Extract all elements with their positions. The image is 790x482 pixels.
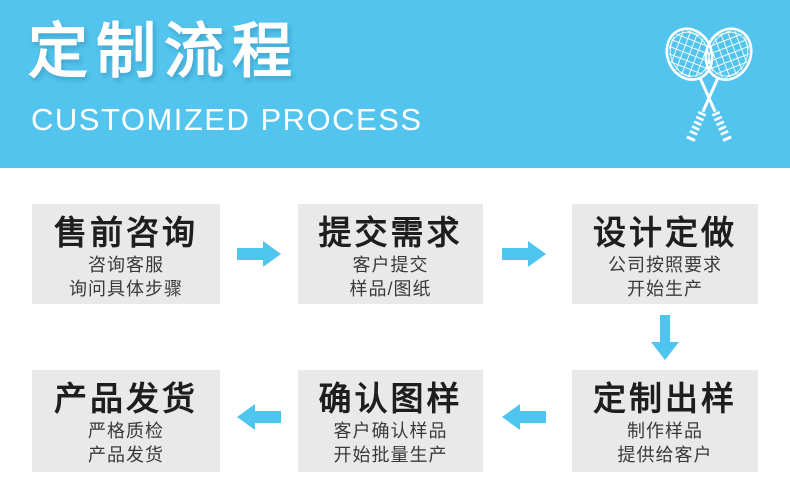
- badminton-rackets-icon: [652, 10, 766, 158]
- arrow-down-icon: [651, 315, 679, 360]
- arrow-left-icon: [502, 404, 546, 430]
- step-desc-line: 开始批量生产: [333, 445, 448, 465]
- step-desc-line: 询问具体步骤: [69, 279, 183, 299]
- step-title: 确认图样: [318, 380, 463, 417]
- step-title: 产品发货: [54, 380, 198, 417]
- arrow-right-icon: [502, 241, 546, 267]
- step-desc-line: 客户提交: [352, 255, 429, 275]
- step-box-design-customize: 设计定做 公司按照要求 开始生产: [572, 204, 758, 304]
- page-title: 定制流程: [28, 18, 300, 85]
- arrow-right-icon: [237, 241, 281, 267]
- arrow-left-icon: [237, 404, 281, 430]
- step-desc-line: 制作样品: [627, 421, 703, 441]
- page-subtitle: CUSTOMIZED PROCESS: [31, 102, 423, 137]
- step-title: 提交需求: [318, 214, 463, 251]
- step-desc-line: 开始生产: [627, 279, 703, 299]
- step-desc-line: 提供给客户: [617, 445, 713, 465]
- step-desc-line: 严格质检: [88, 421, 164, 441]
- step-box-presale-consult: 售前咨询 咨询客服 询问具体步骤: [32, 204, 220, 304]
- step-desc-line: 样品/图纸: [349, 279, 432, 299]
- step-title: 售前咨询: [54, 214, 198, 251]
- step-desc-line: 产品发货: [88, 445, 164, 465]
- step-title: 定制出样: [593, 380, 737, 417]
- step-box-product-delivery: 产品发货 严格质检 产品发货: [32, 370, 220, 472]
- step-box-confirm-pattern: 确认图样 客户确认样品 开始批量生产: [298, 370, 483, 472]
- step-box-custom-sample: 定制出样 制作样品 提供给客户: [572, 370, 758, 472]
- step-box-submit-requirements: 提交需求 客户提交 样品/图纸: [298, 204, 483, 304]
- step-desc-line: 咨询客服: [88, 255, 164, 275]
- step-desc-line: 客户确认样品: [333, 421, 448, 441]
- header-banner: 定制流程 CUSTOMIZED PROCESS: [0, 0, 790, 168]
- step-desc-line: 公司按照要求: [608, 255, 722, 275]
- step-title: 设计定做: [593, 214, 737, 251]
